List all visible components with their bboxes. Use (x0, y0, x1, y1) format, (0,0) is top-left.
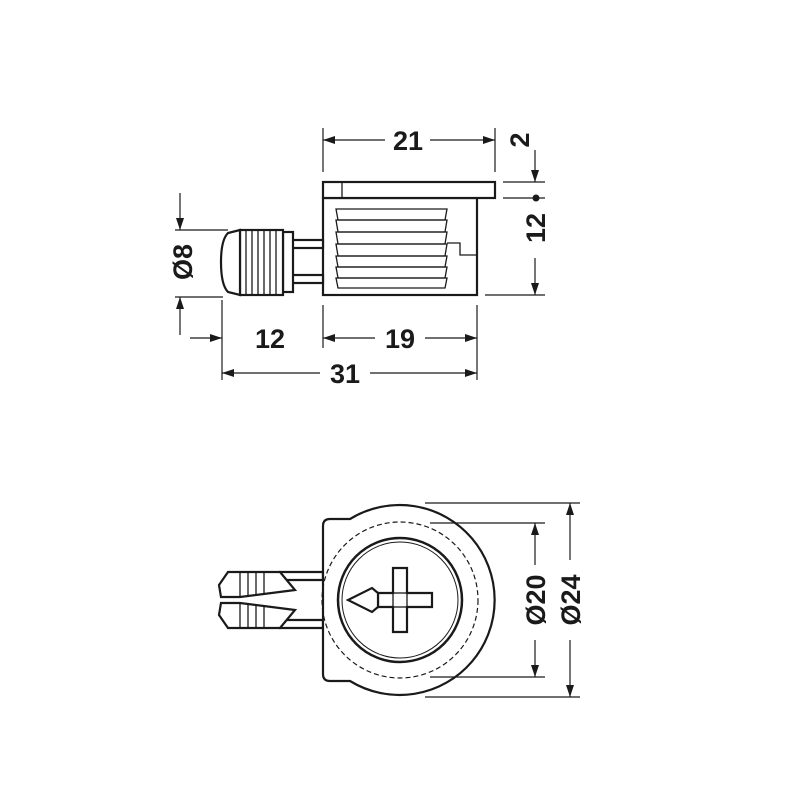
dowel-top (217, 570, 325, 630)
cam-body (321, 180, 497, 297)
dimension-lines-top (425, 502, 580, 698)
dim-body-length: 19 (385, 324, 415, 354)
side-view: 21 2 12 Ø8 12 19 31 (168, 126, 551, 389)
top-view: Ø20 Ø24 (217, 502, 586, 698)
dim-width-top: 21 (393, 126, 423, 156)
dim-total-length: 31 (330, 359, 360, 389)
hidden-circle (321, 521, 479, 679)
dim-height: 12 (521, 213, 551, 243)
dim-dowel-length: 12 (255, 324, 285, 354)
dim-outer-diameter: Ø24 (556, 574, 586, 625)
ribs (335, 208, 448, 289)
dim-plate-thickness: 2 (505, 132, 535, 147)
cross-drive-icon (345, 566, 434, 634)
cam-head (336, 536, 464, 664)
dim-dowel-diameter: Ø8 (168, 244, 198, 280)
dowel (219, 228, 325, 297)
dim-inner-diameter: Ø20 (521, 574, 551, 625)
dimension-lines (175, 128, 545, 380)
